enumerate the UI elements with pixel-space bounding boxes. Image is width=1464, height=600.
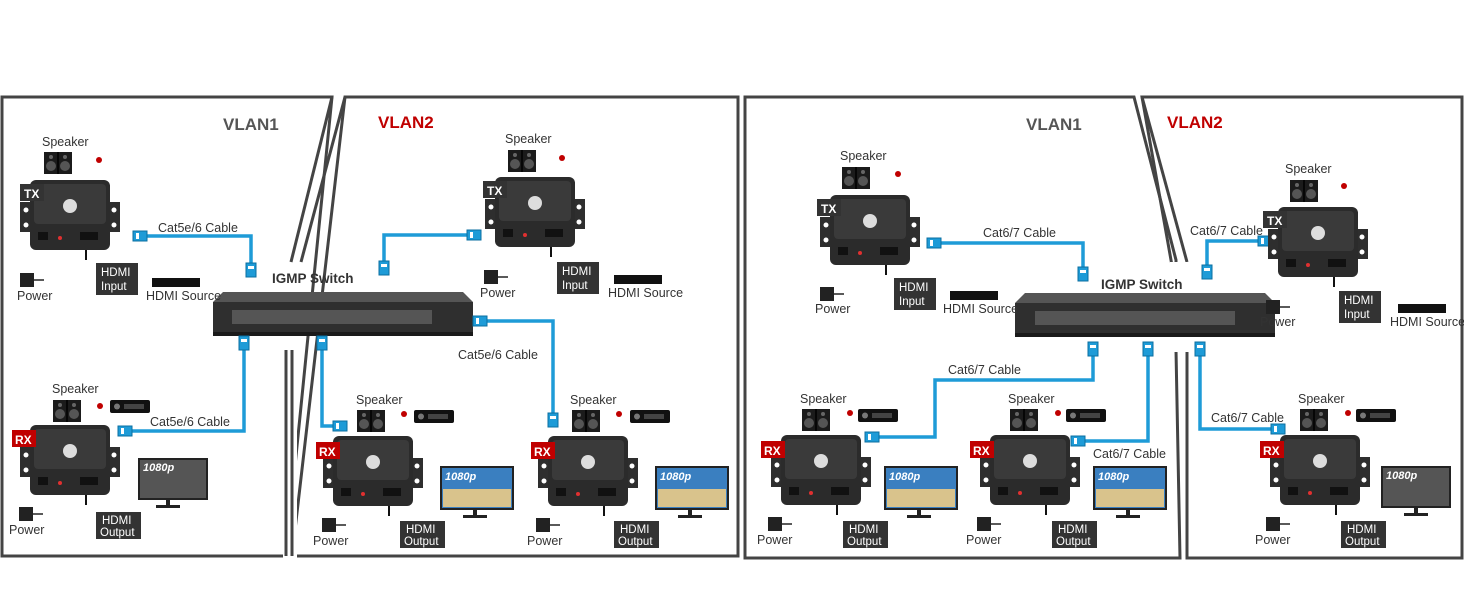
speaker-label: Speaker — [1298, 392, 1345, 406]
hdmi-output-label-2: Output — [404, 536, 439, 548]
right-cable-label-2: Cat6/7 Cable — [1190, 224, 1263, 238]
hdmi-output-label: HDMI — [620, 524, 649, 536]
right-cable-label-1: Cat6/7 Cable — [983, 226, 1056, 240]
hdmi-output-label: HDMI — [1347, 524, 1376, 536]
resolution-label: 1080p — [1098, 471, 1129, 483]
power-label: Power — [757, 533, 792, 547]
hdmi-input-label: HDMI — [1344, 295, 1373, 307]
hdmi-input-label: HDMI — [101, 267, 130, 279]
power-label: Power — [17, 289, 52, 303]
hdmi-input-label: HDMI — [899, 282, 928, 294]
tx-tag: TX — [821, 202, 836, 216]
left-tx-2: Speaker TX Power HDMI Input HDMI Source — [480, 132, 683, 300]
speaker-label: Speaker — [840, 149, 887, 163]
resolution-label: 1080p — [660, 471, 691, 483]
right-tx-1: Speaker TX Power HDMI Input HDMI Source — [815, 149, 1018, 316]
hdmi-input-label: HDMI — [562, 266, 591, 278]
right-cable-label-5: Cat6/7 Cable — [1211, 411, 1284, 425]
hdmi-input-label-2: Input — [562, 280, 588, 292]
left-cables — [128, 233, 555, 433]
right-rx-3: Speaker RX 1080p Power HDMI Output — [1255, 392, 1451, 548]
hdmi-output-label: HDMI — [102, 515, 131, 527]
left-plug — [132, 230, 148, 242]
right-cables — [870, 239, 1280, 443]
power-label: Power — [313, 534, 348, 548]
right-vlan2-title: VLAN2 — [1167, 113, 1223, 132]
right-rx-2: Speaker RX 1080p Power HDMI Output — [966, 392, 1167, 548]
hdmi-output-label: HDMI — [849, 524, 878, 536]
hdmi-output-label-2: Output — [618, 536, 653, 548]
left-vlan1-title: VLAN1 — [223, 115, 279, 134]
speaker-label: Speaker — [505, 132, 552, 146]
hdmi-output-label: HDMI — [1058, 524, 1087, 536]
hdmi-source-label: HDMI Source — [943, 302, 1018, 316]
left-igmp-switch: IGMP Switch — [213, 271, 473, 336]
right-igmp-switch: IGMP Switch — [1015, 277, 1275, 337]
speaker-label: Speaker — [570, 393, 617, 407]
left-frame-wedge — [289, 96, 334, 263]
speaker-label: Speaker — [1008, 392, 1055, 406]
power-label: Power — [1260, 315, 1295, 329]
left-rx-2: Speaker RX 1080p Power HDMI Output — [313, 393, 514, 548]
tx-tag: TX — [487, 184, 502, 198]
hdmi-output-label-2: Output — [847, 536, 882, 548]
hdmi-source-label: HDMI Source — [1390, 315, 1464, 329]
hdmi-source-label: HDMI Source — [608, 286, 683, 300]
left-vlan2-frame — [290, 95, 740, 558]
right-panel: VLAN1 VLAN2 IGMP Switch Cat6/7 Cable Cat… — [743, 95, 1464, 560]
left-tx-1: Speaker TX Power HDMI Input HDMI Source — [17, 135, 221, 303]
resolution-label: 1080p — [1386, 470, 1417, 482]
resolution-label: 1080p — [445, 471, 476, 483]
rx-tag: RX — [15, 433, 32, 447]
left-cable-label-3: Cat5e/6 Cable — [150, 415, 230, 429]
left-switch-label: IGMP Switch — [272, 271, 354, 286]
power-label: Power — [966, 533, 1001, 547]
rx-tag: RX — [1263, 444, 1280, 458]
left-panel: VLAN1 VLAN2 IGMP Switch Cat5e/6 Cable Ca… — [0, 95, 740, 558]
resolution-label: 1080p — [143, 462, 174, 474]
power-label: Power — [815, 302, 850, 316]
hdmi-source-label: HDMI Source — [146, 289, 221, 303]
speaker-label: Speaker — [1285, 162, 1332, 176]
speaker-label: Speaker — [800, 392, 847, 406]
resolution-label: 1080p — [889, 471, 920, 483]
speaker-label: Speaker — [42, 135, 89, 149]
speaker-label: Speaker — [52, 382, 99, 396]
hdmi-output-label: HDMI — [406, 524, 435, 536]
hdmi-output-label-2: Output — [100, 527, 135, 539]
tx-tag: TX — [24, 187, 39, 201]
rx-tag: RX — [319, 445, 336, 459]
hdmi-input-label-2: Input — [899, 296, 925, 308]
rx-tag: RX — [534, 445, 551, 459]
right-tx-2: Speaker TX Power HDMI Input HDMI Source — [1260, 162, 1464, 329]
right-switch-label: IGMP Switch — [1101, 277, 1183, 292]
rx-tag: RX — [973, 444, 990, 458]
rx-tag: RX — [764, 444, 781, 458]
left-cable-label-1: Cat5e/6 Cable — [158, 221, 238, 235]
right-vlan1-title: VLAN1 — [1026, 115, 1082, 134]
left-rx-1: Speaker RX 1080p Power HDMI Output — [9, 382, 208, 539]
power-label: Power — [1255, 533, 1290, 547]
right-rx-1: Speaker RX 1080p Power HDMI Output — [757, 392, 958, 548]
left-frame-wedge-2 — [299, 96, 347, 263]
right-cable-label-3: Cat6/7 Cable — [948, 363, 1021, 377]
left-vlan2-title: VLAN2 — [378, 113, 434, 132]
left-cable-label-2: Cat5e/6 Cable — [458, 348, 538, 362]
tx-tag: TX — [1267, 214, 1282, 228]
power-label: Power — [527, 534, 562, 548]
power-label: Power — [480, 286, 515, 300]
right-cable-label-4: Cat6/7 Cable — [1093, 447, 1166, 461]
speaker-label: Speaker — [356, 393, 403, 407]
hdmi-output-label-2: Output — [1345, 536, 1380, 548]
left-rx-3: Speaker RX 1080p Power HDMI Output — [527, 393, 729, 548]
hdmi-input-label-2: Input — [1344, 309, 1370, 321]
hdmi-input-label-2: Input — [101, 281, 127, 293]
power-label: Power — [9, 523, 44, 537]
hdmi-output-label-2: Output — [1056, 536, 1091, 548]
